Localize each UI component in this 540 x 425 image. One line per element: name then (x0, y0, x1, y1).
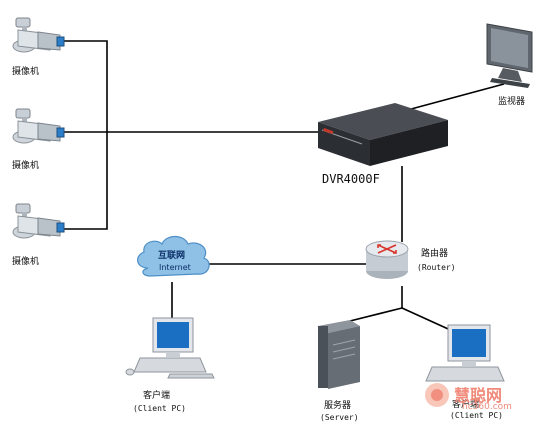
camera-3-label: 摄像机 (12, 257, 40, 267)
line-switch-server (341, 307, 403, 324)
camera-3-icon (12, 203, 65, 239)
camera-2-label: 摄像机 (12, 161, 40, 171)
monitor-label: 监视器 (498, 97, 526, 107)
watermark-text: 慧聪网 (454, 386, 503, 405)
server-sublabel: (Server) (320, 413, 359, 422)
router-sublabel: (Router) (417, 263, 456, 272)
server-icon (318, 320, 360, 389)
client-pc-icon (125, 317, 215, 379)
camera-1-label: 摄像机 (12, 67, 40, 77)
watermark-logo-icon (425, 383, 449, 407)
camera-2-icon (12, 108, 65, 144)
client-pc-2-icon (425, 324, 505, 382)
client-pc-2-label: 客户端 (452, 400, 480, 410)
dvr-icon (318, 103, 448, 166)
camera-1-icon (12, 17, 65, 53)
connection-lines (64, 40, 505, 334)
internet-label: 互联网 (158, 251, 186, 261)
client-pc-label: 客户端 (143, 391, 171, 401)
router-label: 路由器 (421, 249, 449, 259)
internet-sublabel: Internet (159, 263, 191, 272)
dvr-label: DVR4000F (322, 172, 380, 186)
client-pc-sublabel: (Client PC) (133, 404, 186, 413)
line-camera1 (64, 40, 108, 230)
server-label: 服务器 (324, 401, 352, 411)
router-icon (365, 240, 409, 279)
line-dvr-monitor (399, 83, 505, 113)
internet-cloud-icon (137, 235, 210, 277)
monitor-icon (486, 23, 533, 88)
watermark-url: hc360.com (462, 402, 512, 412)
client-pc-2-sublabel: (Client PC) (450, 411, 503, 420)
